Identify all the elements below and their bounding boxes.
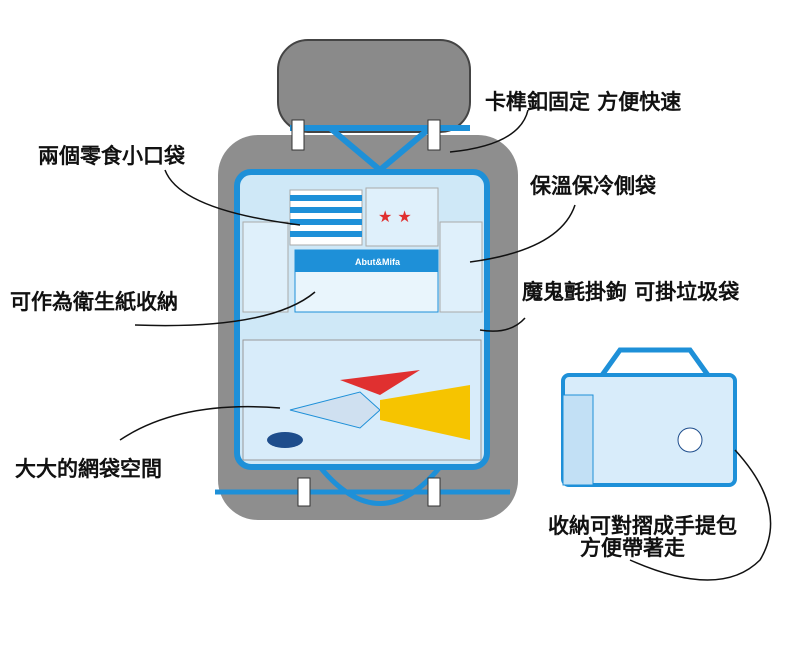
label-mesh: 大大的網袋空間 — [15, 457, 162, 481]
label-insulated: 保溫保冷側袋 — [530, 174, 656, 198]
label-tissue: 可作為衛生紙收納 — [10, 290, 178, 314]
label-hook: 魔鬼氈掛鉤 可掛垃圾袋 — [522, 280, 740, 304]
callout-lines — [119, 109, 772, 581]
label-buckle: 卡榫釦固定 方便快速 — [485, 90, 682, 114]
svg-text:★ ★: ★ ★ — [378, 207, 412, 226]
label-fold-line1: 收納可對摺成手提包 — [548, 514, 737, 538]
brand-logo: Abut&Mifa — [355, 257, 401, 267]
label-fold-line2: 方便帶著走 — [580, 536, 685, 560]
organizer: ★ ★ Abut&Mifa — [215, 119, 510, 507]
label-snack-pockets: 兩個零食小口袋 — [38, 144, 185, 168]
folded-bag — [561, 347, 737, 487]
